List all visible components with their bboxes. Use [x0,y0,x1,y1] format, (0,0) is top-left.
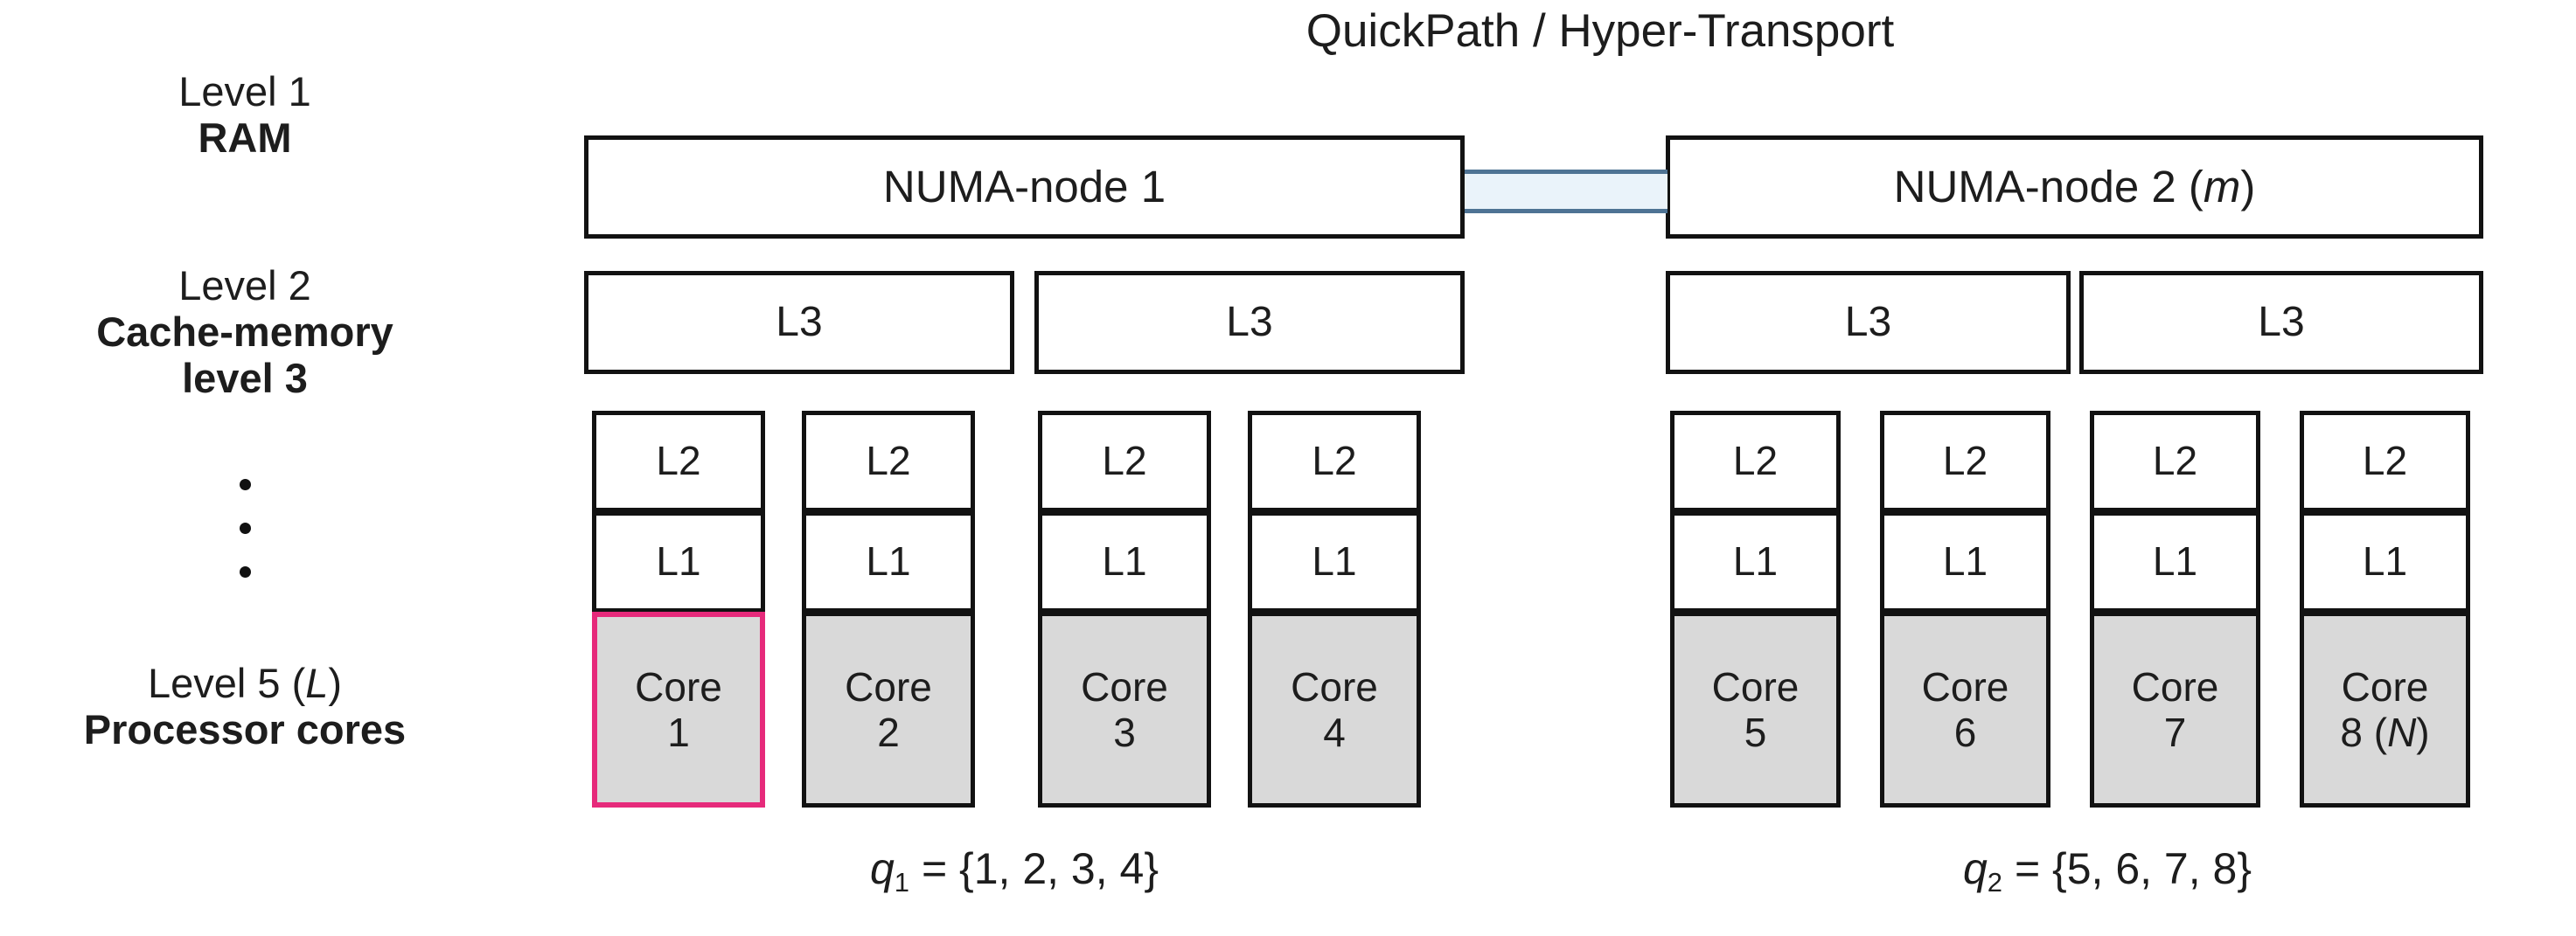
queue-2-set: {5, 6, 7, 8} [2052,844,2252,893]
ellipsis-dot-1 [239,479,251,490]
l1-box-core-4[interactable]: L1 [1248,511,1421,613]
ellipsis-dot-3 [239,566,251,578]
level-label-5-line2: Processor cores [83,706,407,753]
l2-label: L2 [1102,438,1147,484]
core-name: Core [2341,663,2429,710]
level-label-1-line2: RAM [198,114,292,162]
level-label-2-line1: Level 2 [178,262,311,309]
core-number: 7 [2163,710,2187,755]
l3-label: L3 [2258,299,2305,346]
l2-box-core-4[interactable]: L2 [1248,411,1421,512]
l2-box-core-6[interactable]: L2 [1880,411,2050,512]
core-number: 3 [1113,710,1136,755]
core-box-7[interactable]: Core 7 [2090,612,2260,808]
core-box-6[interactable]: Core 6 [1880,612,2050,808]
level-label-1-line1: Level 1 [178,68,311,114]
core-number: 5 [1744,710,1767,755]
l1-label: L1 [2362,538,2408,585]
core-name: Core [1921,663,2009,710]
l2-label: L2 [656,438,701,484]
l3-box-node2-right[interactable]: L3 [2079,271,2483,374]
core-name: Core [845,663,932,710]
queue-1-symbol: q [869,844,895,893]
l2-label: L2 [1732,438,1779,484]
l2-label: L2 [1942,438,1988,484]
interconnect-title: QuickPath / Hyper-Transport [1305,5,1895,57]
l2-label: L2 [2362,438,2408,484]
l3-label: L3 [776,299,823,346]
l2-label: L2 [866,438,911,484]
core-number: 6 [1953,710,1977,755]
l1-box-core-8[interactable]: L1 [2300,511,2470,613]
core-name: Core [635,663,722,710]
interconnect-line-bottom [1465,209,1667,213]
core-name: Core [1081,663,1168,710]
l2-label: L2 [2152,438,2198,484]
l2-box-core-5[interactable]: L2 [1670,411,1841,512]
level-label-5: Level 5 (L) Processor cores [0,660,490,752]
l3-label: L3 [1844,299,1892,346]
l1-label: L1 [2152,538,2198,585]
level-label-2: Level 2 Cache-memory level 3 [0,262,490,401]
core-number: 1 [667,710,690,755]
l3-box-node2-left[interactable]: L3 [1666,271,2071,374]
l3-label: L3 [1226,299,1273,346]
l2-box-core-7[interactable]: L2 [2090,411,2260,512]
queue-2-equals: = [2014,844,2041,893]
l1-label: L1 [1102,538,1147,585]
l1-box-core-2[interactable]: L1 [802,511,975,613]
queue-label-2: q2 = {5, 6, 7, 8} [1862,843,2352,898]
l1-box-core-6[interactable]: L1 [1880,511,2050,613]
queue-1-subscript: 1 [894,866,910,898]
core-box-8[interactable]: Core 8 (N) [2300,612,2470,808]
numa-node-1-box[interactable]: NUMA-node 1 [584,135,1465,239]
core-name: Core [2131,663,2219,710]
l1-box-core-7[interactable]: L1 [2090,511,2260,613]
queue-label-1: q1 = {1, 2, 3, 4} [769,843,1259,898]
core-name: Core [1711,663,1800,710]
core-number: 4 [1323,710,1346,755]
numa-node-2-symbol: m [2203,162,2241,212]
l2-box-core-8[interactable]: L2 [2300,411,2470,512]
l1-box-core-1[interactable]: L1 [592,511,765,613]
l2-box-core-1[interactable]: L2 [592,411,765,512]
core-8-symbol: N [2387,710,2417,755]
level-5-symbol: L [305,660,329,706]
l1-label: L1 [1732,538,1779,585]
level-label-5-line1: Level 5 (L) [147,660,343,706]
queue-1-equals: = [921,844,948,893]
ellipsis-dot-2 [239,523,251,534]
l1-label: L1 [656,538,701,585]
core-box-3[interactable]: Core 3 [1038,612,1211,808]
queue-2-subscript: 2 [1987,866,2003,898]
l2-label: L2 [1312,438,1357,484]
l1-box-core-5[interactable]: L1 [1670,511,1841,613]
interconnect-band [1465,171,1667,213]
level-label-2-line3: level 3 [182,355,308,402]
numa-node-2-box[interactable]: NUMA-node 2 (m) [1666,135,2483,239]
queue-1-set: {1, 2, 3, 4} [959,844,1159,893]
interconnect-line-top [1465,170,1667,174]
l1-label: L1 [1312,538,1357,585]
core-box-4[interactable]: Core 4 [1248,612,1421,808]
core-box-5[interactable]: Core 5 [1670,612,1841,808]
core-name: Core [1291,663,1378,710]
level-label-2-line2: Cache-memory [96,309,393,356]
core-box-1[interactable]: Core 1 [592,612,765,808]
level-ellipsis [0,479,490,610]
l1-label: L1 [866,538,911,585]
numa-node-2-label: NUMA-node 2 (m) [1893,162,2256,212]
core-number: 2 [877,710,900,755]
numa-node-1-label: NUMA-node 1 [882,162,1166,212]
l1-label: L1 [1942,538,1988,585]
l1-box-core-3[interactable]: L1 [1038,511,1211,613]
core-box-2[interactable]: Core 2 [802,612,975,808]
l2-box-core-2[interactable]: L2 [802,411,975,512]
l3-box-node1-left[interactable]: L3 [584,271,1014,374]
level-label-1: Level 1 RAM [0,68,490,161]
l2-box-core-3[interactable]: L2 [1038,411,1211,512]
core-number-8: 8 (N) [2340,710,2430,755]
l3-box-node1-right[interactable]: L3 [1034,271,1465,374]
queue-2-symbol: q [1962,844,1988,893]
